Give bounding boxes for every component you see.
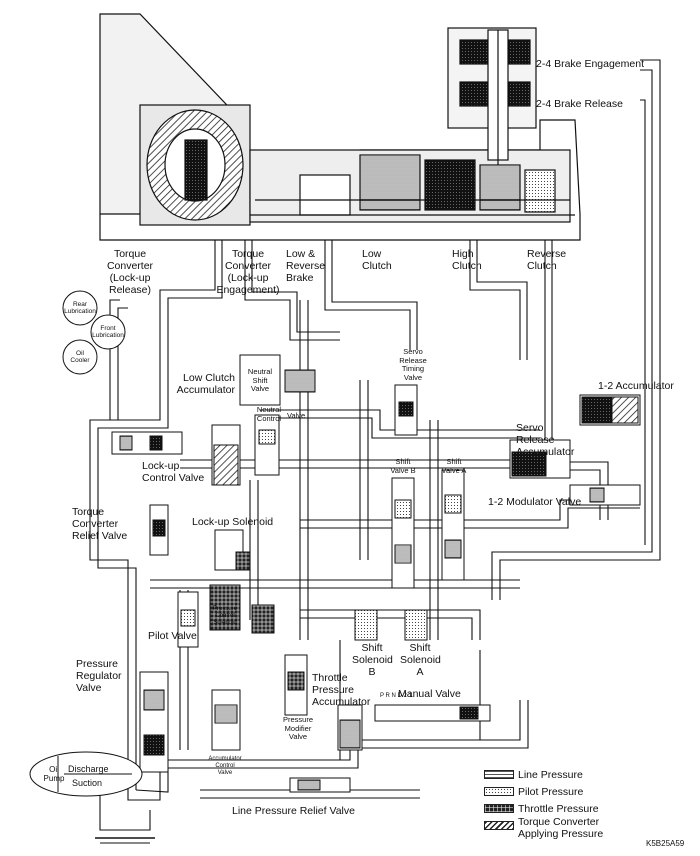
label-rear-lubrication: Rear Lubrication (64, 301, 96, 315)
label-neutral-shift-valve: Neutral Shift Valve (247, 367, 273, 393)
label-pressure-control-solenoid: Pressure Control Solenoid (212, 606, 237, 626)
label-front-lubrication: Front Lubrication (92, 325, 124, 339)
label-neutral-control: Neutral Control (256, 405, 282, 423)
label-accumulator-control-valve: Accumulator Control Valve (208, 756, 242, 776)
label-line-pressure-relief-valve: Line Pressure Relief Valve (232, 805, 355, 817)
transmission-case (99, 13, 581, 241)
label-pressure-regulator-valve: Pressure Regulator Valve (76, 658, 122, 694)
label-servo-release-accumulator: Servo Release Accumulator (516, 422, 575, 458)
legend-swatch-throttle-pressure (484, 804, 514, 813)
label-1-2-accumulator: 1-2 Accumulator (598, 380, 674, 392)
legend-label-pilot-pressure: Pilot Pressure (518, 786, 584, 798)
label-reverse-clutch: Reverse Clutch (527, 248, 567, 272)
label-shift-solenoid-a: Shift Solenoid A (400, 642, 441, 678)
label-1-2-modulator-valve: 1-2 Modulator Valve (488, 496, 582, 508)
label-torque-converter-release: Torque Converter (Lock-up Release) (106, 248, 154, 296)
label-torque-converter-engagement: Torque Converter (Lock-up Engagement) (216, 248, 280, 296)
label-low-clutch: Low Clutch (362, 248, 392, 272)
label-suction: Suction (72, 778, 103, 788)
label-manual-valve: Manual Valve (398, 688, 461, 700)
legend-label-line-pressure: Line Pressure (518, 769, 583, 781)
label-shift-valve-a: Shift Valve A (441, 457, 467, 475)
label-shift-valve-b: Shift Valve B (390, 457, 416, 475)
figure-code: K5B25A59 (646, 839, 685, 848)
label-prnd21: P R N D 2 1 (380, 693, 412, 699)
label-neutral-control-valve: Valve (287, 411, 306, 420)
label-low-clutch-accumulator: Low Clutch Accumulator (176, 372, 235, 396)
label-throttle-pressure-accumulator: Throttle Pressure Accumulator (312, 672, 371, 708)
label-2-4-brake-release: 2-4 Brake Release (536, 98, 623, 110)
label-pressure-modifier-valve: Pressure Modifier Valve (282, 715, 313, 741)
label-lockup-control-valve: Lock-up Control Valve (142, 460, 205, 484)
label-low-reverse-brake: Low & Reverse Brake (286, 248, 326, 284)
label-oil-cooler: Oil Cooler (70, 350, 90, 364)
label-servo-release-timing-valve: Servo Release Timing Valve (399, 347, 427, 382)
legend-swatch-line-pressure (484, 770, 514, 779)
label-lockup-solenoid: Lock-up Solenoid (192, 516, 274, 528)
legend-swatch-pilot-pressure (484, 787, 514, 796)
label-oil-pump: Oil Pump (43, 765, 65, 783)
label-discharge: Discharge (68, 764, 109, 774)
lubrication-circles (62, 290, 126, 375)
valve-bodies (29, 354, 641, 844)
label-shift-solenoid-b: Shift Solenoid B (352, 642, 393, 678)
legend-swatch-torque-converter-pressure (484, 821, 514, 830)
label-high-clutch: High Clutch (452, 248, 482, 272)
legend-label-torque-converter-pressure: Torque Converter Applying Pressure (518, 816, 604, 840)
label-2-4-brake-engagement: 2-4 Brake Engagement (536, 58, 644, 70)
label-pilot-valve: Pilot Valve (148, 630, 197, 642)
legend-label-throttle-pressure: Throttle Pressure (518, 803, 599, 815)
label-torque-converter-relief-valve: Torque Converter Relief Valve (72, 506, 128, 542)
